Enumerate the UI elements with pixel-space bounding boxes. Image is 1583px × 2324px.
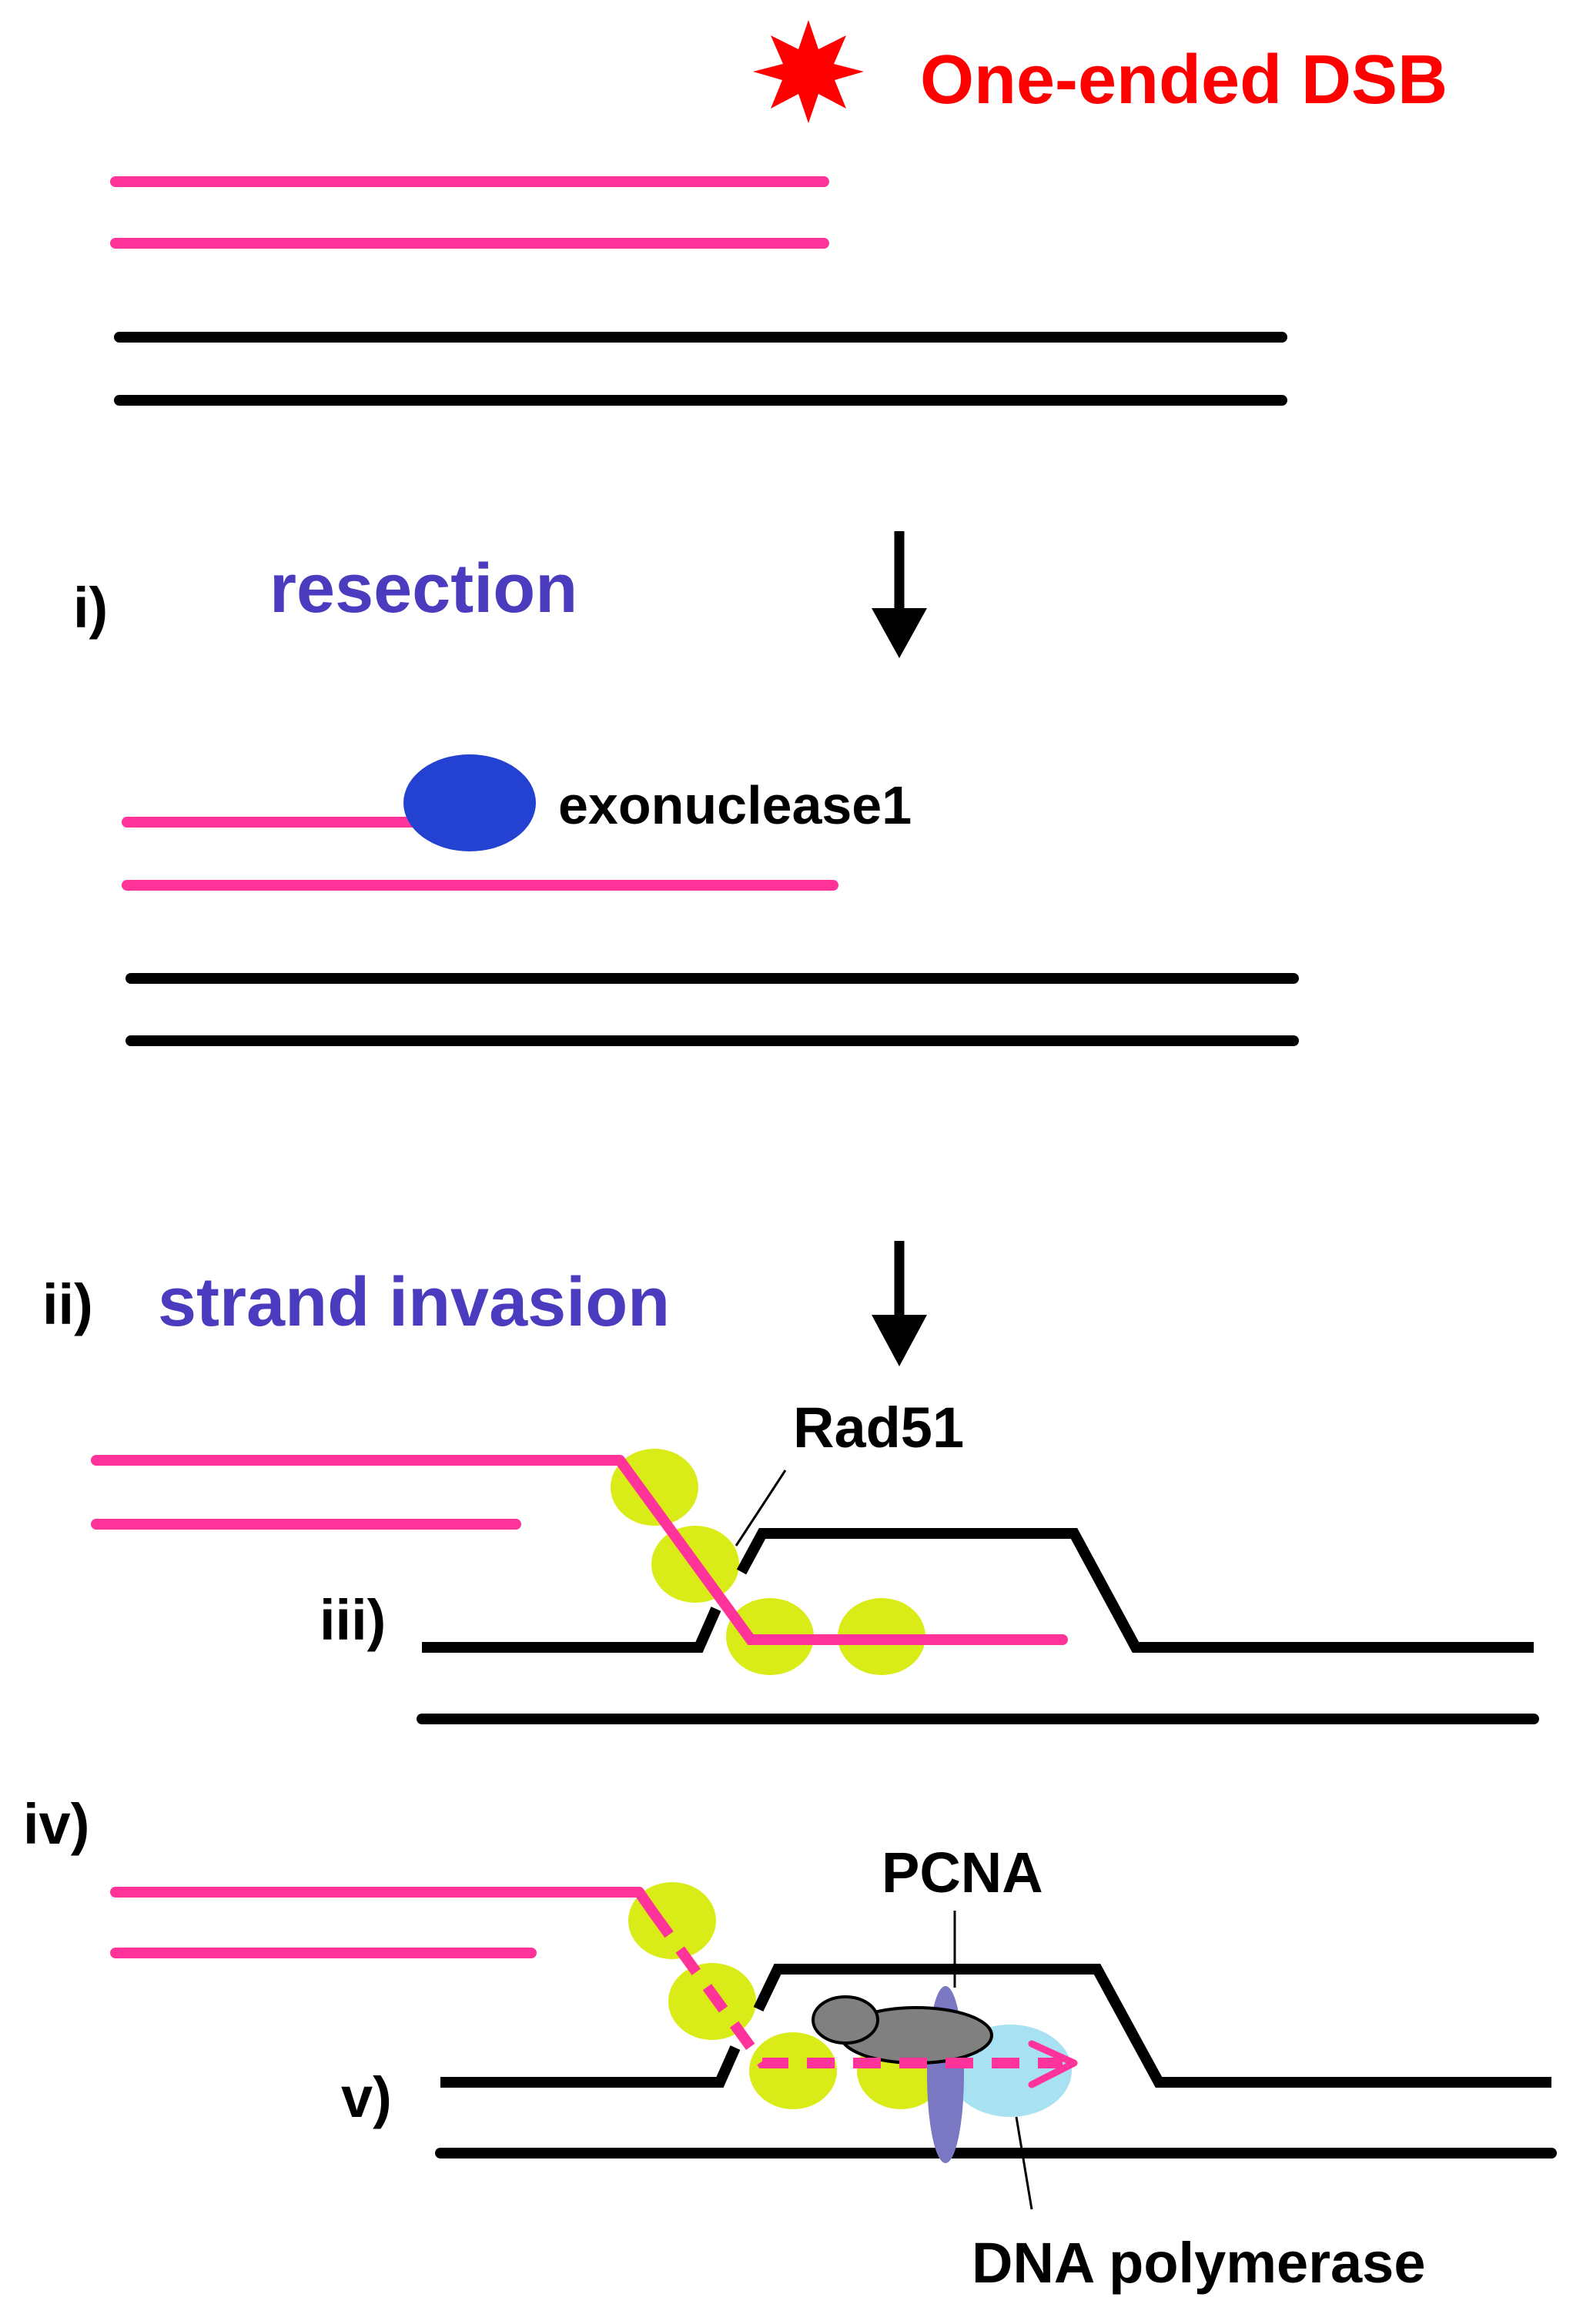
dsb-burst-icon <box>753 20 864 123</box>
step-iv-numeral: iv) <box>23 1792 89 1856</box>
exonuclease-icon <box>403 754 536 851</box>
synthesis-arrow-icon <box>1028 2040 1078 2088</box>
rad51-pointer <box>735 1470 787 1547</box>
step-ii: ii) strand invasion Rad51 iii) <box>42 1241 1539 1724</box>
step-iv-v: iv) PCNA DNA polymerase v) <box>23 1792 1557 2295</box>
rad51-label: Rad51 <box>793 1396 964 1460</box>
step-ii-name: strand invasion <box>158 1264 670 1341</box>
template-d-loop-strand <box>422 1607 721 1653</box>
step-i: i) resection exonuclease1 <box>73 531 1299 1046</box>
template-d-loop-strand <box>440 2045 741 2088</box>
template-d-loop-strand <box>736 1528 1534 1653</box>
rad51-icon <box>611 1449 698 1526</box>
polymerase-label: DNA polymerase <box>972 2231 1425 2295</box>
newly-synthesized-strand <box>648 1908 1063 2068</box>
step-iii-numeral: iii) <box>320 1588 386 1652</box>
panel-dsb: One-ended DSB <box>110 20 1447 406</box>
template-d-loop-strand <box>753 1964 1551 2088</box>
step-i-name: resection <box>269 550 577 627</box>
step-ii-numeral: ii) <box>42 1272 93 1336</box>
invading-strand <box>614 1455 1068 1645</box>
dsb-label: One-ended DSB <box>920 42 1447 119</box>
exonuclease-label: exonuclease1 <box>558 775 912 835</box>
step-i-numeral: i) <box>73 576 108 640</box>
polymerase-pointer <box>1015 2116 1033 2210</box>
clamp-loader-icon <box>812 1995 879 2045</box>
down-arrow-1 <box>872 531 927 658</box>
pcna-label: PCNA <box>882 1841 1043 1904</box>
down-arrow-2 <box>872 1241 927 1366</box>
invading-strand-2 <box>634 1887 658 1918</box>
rad51-icon <box>749 2032 837 2109</box>
step-v-numeral: v) <box>341 2065 392 2129</box>
